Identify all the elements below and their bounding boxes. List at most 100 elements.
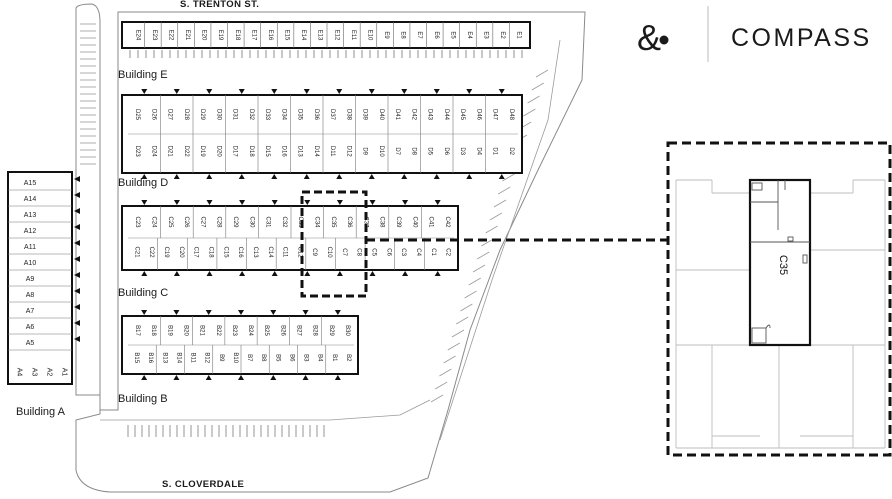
unit-label: C35 — [330, 216, 336, 228]
unit-highlight-box[interactable] — [300, 190, 368, 298]
unit-label: C17 — [193, 247, 199, 259]
entry-arrow — [334, 310, 341, 315]
parking-stall — [472, 264, 486, 273]
unit-label: D36 — [313, 109, 319, 121]
entry-arrow — [271, 174, 278, 179]
unit-label: E22 — [167, 30, 173, 41]
unit-label: B27 — [296, 325, 302, 336]
unit-label: E11 — [350, 30, 356, 41]
site-boundary — [75, 3, 586, 493]
unit-label: D28 — [183, 109, 189, 121]
entry-arrow — [173, 200, 180, 205]
unit-label: D38 — [345, 109, 351, 121]
entry-arrow — [173, 89, 180, 94]
entry-arrow — [238, 310, 244, 315]
unit-label: C19 — [163, 247, 169, 259]
entry-arrow — [434, 200, 441, 205]
unit-label: A11 — [24, 244, 36, 251]
building-e-label: Building E — [118, 69, 168, 81]
entry-arrow — [205, 375, 212, 380]
entry-arrow — [369, 271, 376, 276]
entry-arrow — [141, 310, 148, 315]
unit-label: D44 — [443, 109, 449, 121]
unit-label: A7 — [26, 308, 35, 315]
parking-stalls-west — [80, 23, 96, 165]
unit-label: D40 — [378, 109, 384, 121]
unit-label: A1 — [61, 368, 68, 377]
unit-label: D34 — [280, 109, 286, 121]
entry-arrow — [74, 224, 80, 230]
parking-stall — [447, 342, 461, 351]
unit-label: C38 — [379, 216, 385, 228]
unit-label: B12 — [204, 352, 210, 363]
entry-arrow — [74, 208, 80, 214]
unit-label: C11 — [282, 247, 288, 258]
entry-arrow — [336, 174, 343, 179]
unit-label: D47 — [492, 109, 498, 121]
unit-label: C9 — [311, 248, 317, 256]
entry-arrow — [336, 200, 343, 205]
unit-label: C8 — [356, 248, 362, 256]
unit-label: A6 — [26, 324, 35, 331]
unit-detail-panel: C35 — [666, 141, 892, 457]
unit-label: B19 — [166, 325, 172, 336]
entry-arrow — [238, 89, 245, 94]
entry-arrow — [336, 89, 343, 94]
parking-stall — [527, 95, 540, 104]
unit-label: C24 — [150, 216, 156, 228]
entry-arrow — [303, 174, 310, 179]
unit-label: B26 — [279, 325, 285, 336]
unit-label: E18 — [234, 30, 240, 41]
entry-arrow — [74, 240, 80, 246]
unit-label: D23 — [134, 146, 140, 158]
entry-arrow — [368, 89, 375, 94]
unit-label: D21 — [167, 146, 173, 158]
building-c-label: Building C — [118, 287, 168, 299]
parking-stall — [443, 355, 456, 364]
unit-label: E3 — [483, 31, 489, 39]
unit-label: B24 — [247, 325, 253, 336]
entry-arrow — [141, 174, 148, 179]
unit-label: E4 — [466, 31, 472, 39]
unit-label: E19 — [217, 30, 223, 41]
entry-arrow — [74, 176, 80, 182]
unit-label: D37 — [329, 109, 335, 121]
unit-label: A9 — [26, 276, 35, 283]
unit-label: D5 — [427, 147, 433, 155]
building-e-entry-ticks — [129, 50, 523, 58]
unit-label: D12 — [345, 146, 351, 158]
entry-arrow — [74, 336, 80, 342]
entry-arrow — [239, 200, 246, 205]
unit-label: D25 — [134, 109, 140, 121]
unit-label: D15 — [264, 146, 270, 158]
parking-stalls-east — [430, 69, 549, 403]
unit-label: D2 — [508, 147, 514, 155]
logo-dot — [659, 35, 669, 45]
parking-stall — [493, 199, 507, 208]
unit-label: C6 — [385, 248, 391, 256]
unit-label: D41 — [394, 109, 400, 121]
unit-label: B17 — [134, 325, 140, 336]
entry-arrow — [74, 192, 80, 198]
unit-label: B20 — [183, 325, 189, 336]
unit-label: D13 — [297, 146, 303, 158]
entry-arrow — [173, 375, 180, 380]
unit-label: D42 — [410, 109, 416, 121]
entry-arrow — [402, 271, 409, 276]
unit-label: E21 — [184, 30, 190, 41]
unit-label: B13 — [161, 352, 167, 363]
unit-label: E5 — [449, 31, 455, 39]
unit-label: D14 — [313, 146, 319, 158]
unit-label: B10 — [232, 352, 238, 363]
parking-stall — [489, 212, 503, 221]
unit-label: D3 — [459, 147, 465, 155]
entry-arrow — [206, 174, 213, 179]
unit-label: E23 — [151, 30, 157, 41]
unit-label: B30 — [344, 325, 350, 336]
ampersand-icon: & — [637, 17, 661, 58]
unit-label: D10 — [378, 146, 384, 158]
entry-arrow — [368, 174, 375, 179]
